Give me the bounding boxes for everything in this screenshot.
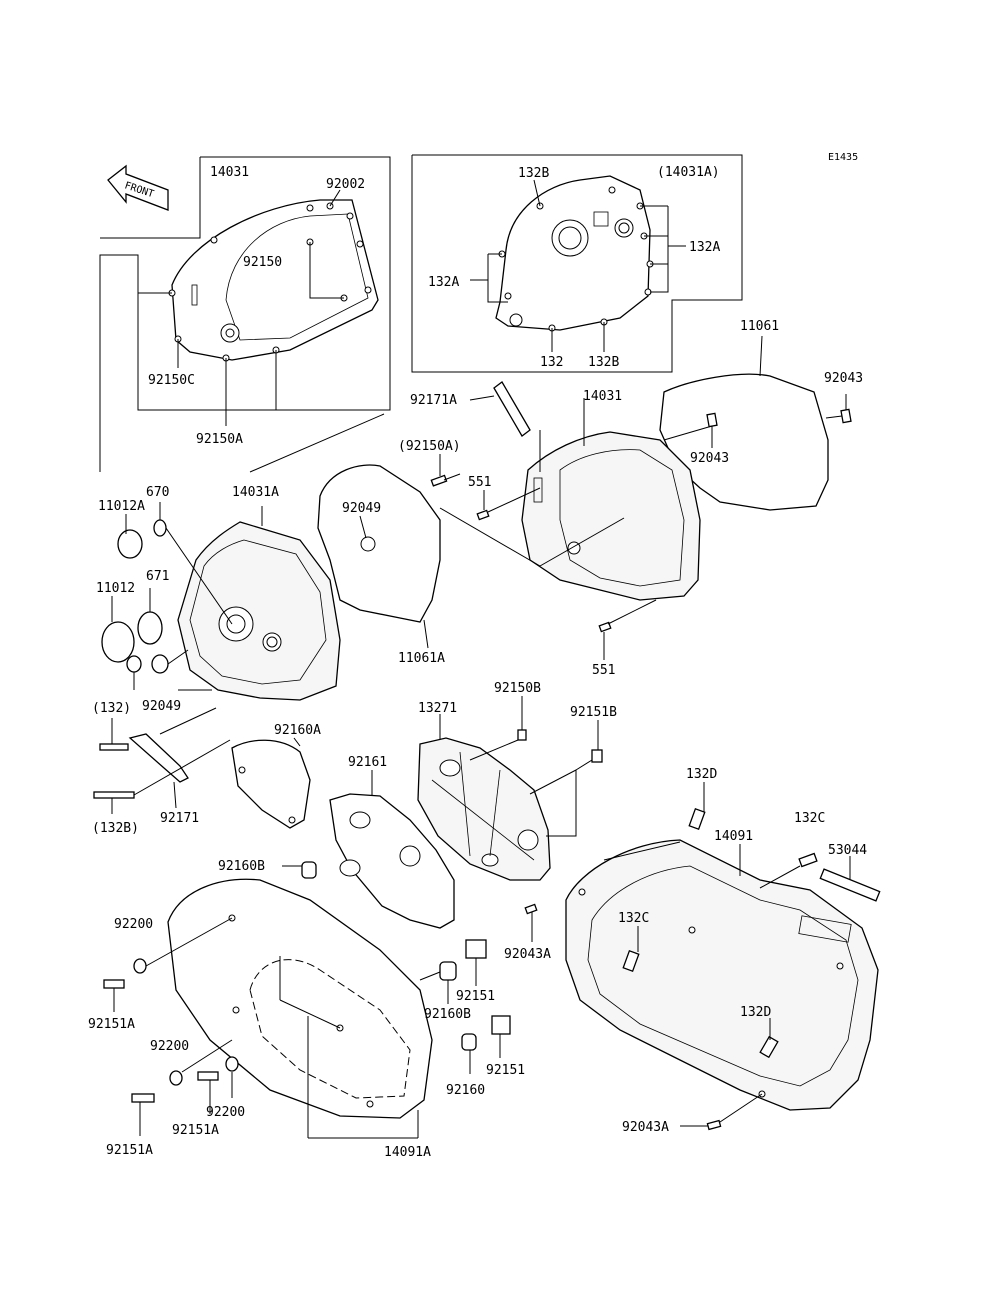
- label-92150b: 92150B: [494, 681, 541, 696]
- bracket-92171a: [469, 381, 531, 437]
- label-132: 132: [540, 355, 563, 370]
- spacer-92151-top: [465, 939, 487, 986]
- label-92150a: 92150A: [196, 432, 243, 447]
- clutch-cover-14031: [439, 398, 701, 601]
- label-92161: 92161: [348, 755, 387, 770]
- label-92151a-mid: 92151A: [172, 1123, 219, 1138]
- label-92150c: 92150C: [148, 373, 195, 388]
- label-14031a: 14031A: [232, 485, 279, 500]
- washer-92200-top: [133, 917, 233, 974]
- oring-671: [137, 588, 163, 645]
- label-92043-right: 92043: [824, 371, 863, 386]
- grommet-92160b-bottom: [419, 961, 457, 1004]
- label-92043a-bottom: 92043A: [622, 1120, 669, 1135]
- bolt-132c-mid: [622, 926, 640, 973]
- oring-670: [153, 502, 233, 625]
- bolt-132c-top: [759, 852, 818, 889]
- grommet-92160b-top: [282, 861, 317, 879]
- rod-53044: [819, 856, 881, 902]
- bolt-132d-top: [688, 782, 706, 831]
- label-132c-top: 132C: [794, 811, 825, 826]
- label-92160a: 92160A: [274, 723, 321, 738]
- label-14031-paren: 14031: [210, 165, 249, 180]
- inner-cover-14091: [565, 839, 879, 1111]
- label-132d-bottom: 132D: [740, 1005, 771, 1020]
- label-92049-top: 92049: [342, 501, 381, 516]
- outer-cover-14091a: [167, 878, 433, 1139]
- label-14091: 14091: [714, 829, 753, 844]
- label-92151-top: 92151: [456, 989, 495, 1004]
- label-92171: 92171: [160, 811, 199, 826]
- label-132d-top: 132D: [686, 767, 717, 782]
- grommet-92160: [461, 1033, 477, 1074]
- label-92200-mid: 92200: [150, 1039, 189, 1054]
- label-132b-top: 132B: [518, 166, 549, 181]
- label-11012: 11012: [96, 581, 135, 596]
- bolt-92150b: [469, 696, 527, 761]
- washer-92049-bottom: [126, 649, 189, 690]
- front-arrow-icon: FRONT: [107, 164, 169, 211]
- label-11012a: 11012A: [98, 499, 145, 514]
- label-92151a-left: 92151A: [88, 1017, 135, 1032]
- diagram-code: E1435: [828, 152, 858, 163]
- bolt-92150a: [430, 454, 461, 487]
- label-132c-mid: 132C: [618, 911, 649, 926]
- label-92043a-mid: 92043A: [504, 947, 551, 962]
- label-92171a: 92171A: [410, 393, 457, 408]
- label-14031: 14031: [583, 389, 622, 404]
- washer-92200-bottom: [225, 1056, 239, 1098]
- label-670: 670: [146, 485, 169, 500]
- bracket-92171: [93, 707, 231, 814]
- label-551-bottom: 551: [592, 663, 615, 678]
- label-92151a-bottom: 92151A: [106, 1143, 153, 1158]
- cover-14031a: [177, 506, 341, 701]
- label-92002: 92002: [326, 177, 365, 192]
- label-13271: 13271: [418, 701, 457, 716]
- bolt-92151a-mid: [197, 1071, 219, 1114]
- label-11061: 11061: [740, 319, 779, 334]
- dowel-551-top: [476, 487, 541, 521]
- gasket-11061a: [317, 464, 441, 649]
- inset-box-14031a: [411, 154, 743, 373]
- label-551-top: 551: [468, 475, 491, 490]
- label-92151-bottom: 92151: [486, 1063, 525, 1078]
- pad-92160a: [231, 737, 311, 829]
- label-132a-right: 132A: [689, 240, 720, 255]
- bolt-92151b: [529, 720, 603, 837]
- gasket-11061: [659, 335, 852, 511]
- label-92200-top: 92200: [114, 917, 153, 932]
- washer-92200-mid: [169, 1039, 233, 1086]
- bolt-132d-bottom: [759, 1018, 779, 1059]
- label-132b-bottom: 132B: [588, 355, 619, 370]
- dowel-92043a-bottom: [680, 1093, 763, 1131]
- label-92043-mid: 92043: [690, 451, 729, 466]
- plate-13271: [417, 714, 551, 881]
- label-92150: 92150: [243, 255, 282, 270]
- label-14091a: 14091A: [384, 1145, 431, 1160]
- label-14031a-paren: (14031A): [657, 165, 720, 180]
- plug-11012a: [117, 514, 143, 559]
- spacer-92151-bottom: [491, 1015, 511, 1058]
- dowel-92043a-mid: [524, 903, 538, 942]
- inset-box-14031: [99, 156, 391, 472]
- pad-92161: [329, 770, 455, 929]
- label-11061a: 11061A: [398, 651, 445, 666]
- label-92151b: 92151B: [570, 705, 617, 720]
- plug-11012: [101, 596, 135, 663]
- label-92049-bottom: 92049: [142, 699, 181, 714]
- label-92160: 92160: [446, 1083, 485, 1098]
- bolt-92151a-bottom: [131, 1093, 155, 1136]
- label-132-paren: (132): [92, 701, 131, 716]
- label-92200-bottom: 92200: [206, 1105, 245, 1120]
- label-132b-paren: (132B): [92, 821, 139, 836]
- label-92160b-bottom: 92160B: [424, 1007, 471, 1022]
- bolt-92151a-left: [103, 979, 125, 1012]
- label-92160b-top: 92160B: [218, 859, 265, 874]
- dowel-551-bottom: [598, 599, 657, 660]
- label-92150a-paren: (92150A): [398, 439, 461, 454]
- label-132a-left: 132A: [428, 275, 459, 290]
- label-671: 671: [146, 569, 169, 584]
- label-53044: 53044: [828, 843, 867, 858]
